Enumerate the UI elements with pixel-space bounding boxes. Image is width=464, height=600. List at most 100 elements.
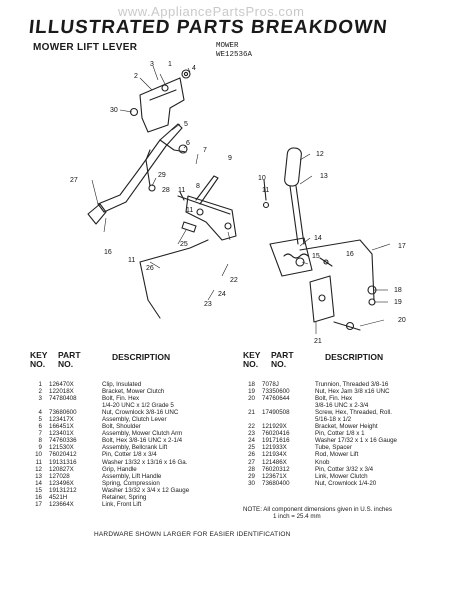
section-subtitle: MOWER LIFT LEVER bbox=[33, 42, 138, 53]
callout-14: 14 bbox=[314, 235, 322, 242]
part-no-cell: 122018X bbox=[49, 388, 74, 396]
part-no-cell: 127028 bbox=[49, 472, 70, 480]
description-cell: Assembly, Lift Handle bbox=[102, 472, 162, 480]
key-no-cell: 24 bbox=[248, 437, 255, 445]
key-no-cell: 27 bbox=[248, 458, 255, 466]
key-no-cell: 28 bbox=[248, 465, 255, 473]
part-no-cell: 121934X bbox=[262, 451, 287, 459]
callout-17: 17 bbox=[398, 243, 406, 250]
description-cell: Link, Mower Clutch bbox=[315, 472, 368, 480]
part-no-cell: 19131316 bbox=[49, 458, 77, 466]
callout-3: 3 bbox=[150, 61, 154, 68]
part-no-cell: 19171616 bbox=[262, 437, 290, 445]
key-no-cell: 30 bbox=[248, 479, 255, 487]
parts-table-row: 5/16-18 x 1/2 bbox=[241, 416, 461, 423]
part-no-cell: 121486X bbox=[262, 458, 287, 466]
part-no-cell: 123496X bbox=[49, 479, 74, 487]
part-no-cell: 121929X bbox=[262, 423, 287, 431]
key-no-cell: 9 bbox=[38, 444, 42, 452]
dimension-note: NOTE: All component dimensions given in … bbox=[243, 506, 458, 521]
key-no-cell: 10 bbox=[35, 451, 42, 459]
description-cell: Nut, Hex Jam 3/8 x16 UNC bbox=[315, 388, 390, 396]
parts-table-row: 3/8-16 UNC x 2-3/4 bbox=[241, 402, 461, 409]
key-no-cell: 4 bbox=[38, 409, 42, 417]
callout-20: 20 bbox=[398, 317, 406, 324]
description-header-right: DESCRIPTION bbox=[325, 352, 384, 362]
mower-clutch-link bbox=[145, 149, 151, 187]
model-label: MOWER WE12536A bbox=[216, 42, 252, 60]
part-no-cell: 7078J bbox=[262, 381, 279, 388]
spacer-tube bbox=[181, 221, 197, 233]
model-number: WE12536A bbox=[216, 51, 253, 59]
key-no-cell: 12 bbox=[35, 465, 42, 473]
callout-2: 2 bbox=[134, 73, 138, 80]
compression-spring bbox=[283, 253, 309, 259]
lift-handle bbox=[289, 185, 305, 245]
description-cell: 5/16-18 x 1/2 bbox=[315, 416, 352, 424]
description-cell: Bracket, Mower Clutch bbox=[102, 388, 165, 396]
description-cell: Pin, Cotter 3/32 x 3/4 bbox=[315, 465, 374, 473]
parts-table-row: 1/4-20 UNC x 1/2 Grade 5 bbox=[28, 402, 238, 409]
key-no-cell: 15 bbox=[35, 486, 42, 494]
part-no-cell: 74760336 bbox=[49, 437, 77, 445]
key-no-cell: 6 bbox=[38, 423, 42, 431]
description-cell: Bolt, Fin. Hex bbox=[102, 395, 140, 403]
part-no-cell: 4521H bbox=[49, 493, 68, 501]
description-cell: Link, Front Lift bbox=[102, 500, 142, 508]
callout-11b: 11 bbox=[186, 207, 193, 214]
key-no-cell: 1 bbox=[38, 381, 42, 388]
part-no-cell: 121933X bbox=[262, 444, 287, 452]
bolt-8 bbox=[177, 195, 231, 215]
description-cell: Rod, Mower Lift bbox=[315, 451, 359, 459]
description-cell: Washer 13/32 x 3/4 x 12 Gauge bbox=[102, 486, 190, 494]
callout-11c: 11 bbox=[128, 257, 135, 264]
description-cell: Assembly, Clutch Lever bbox=[102, 416, 167, 424]
description-cell: Bolt, Shoulder bbox=[102, 423, 141, 431]
callout-22: 22 bbox=[230, 277, 238, 284]
part-no-cell: 121530X bbox=[49, 444, 74, 452]
key-no-cell: 5 bbox=[38, 416, 42, 424]
callout-5: 5 bbox=[184, 121, 188, 128]
part-no-cell: 166451X bbox=[49, 423, 74, 431]
key-no-cell: 29 bbox=[248, 472, 255, 480]
key-no-cell: 16 bbox=[35, 493, 42, 501]
callout-12: 12 bbox=[316, 151, 324, 158]
note-conversion: 1 inch = 25.4 mm bbox=[273, 513, 321, 521]
callout-15: 15 bbox=[312, 253, 320, 260]
callout-21: 21 bbox=[314, 338, 322, 345]
knob-shape bbox=[87, 203, 107, 225]
model-line-1: MOWER bbox=[216, 42, 239, 50]
key-no-cell: 17 bbox=[35, 500, 42, 508]
key-no-cell: 23 bbox=[248, 430, 255, 438]
hardware-footer: HARDWARE SHOWN LARGER FOR EASIER IDENTIF… bbox=[94, 531, 291, 538]
key-no-cell: 20 bbox=[248, 395, 255, 403]
description-cell: Screw, Hex, Threaded, Roll. bbox=[315, 409, 392, 417]
parts-table-row: 13 127028 Assembly, Lift Handle bbox=[28, 473, 238, 480]
key-no-cell: 3 bbox=[38, 395, 42, 403]
key-no-cell: 18 bbox=[248, 381, 255, 388]
callout-27: 27 bbox=[70, 177, 78, 184]
key-no-cell: 13 bbox=[35, 472, 42, 480]
parts-table-row: 6 166451X Bolt, Shoulder bbox=[28, 423, 238, 430]
key-no-header-right: KEY NO. bbox=[243, 350, 261, 369]
description-cell: Spring, Compression bbox=[102, 479, 160, 487]
callout-11d: 11 bbox=[262, 187, 269, 194]
description-cell: Trunnion, Threaded 3/8-16 bbox=[315, 381, 389, 388]
